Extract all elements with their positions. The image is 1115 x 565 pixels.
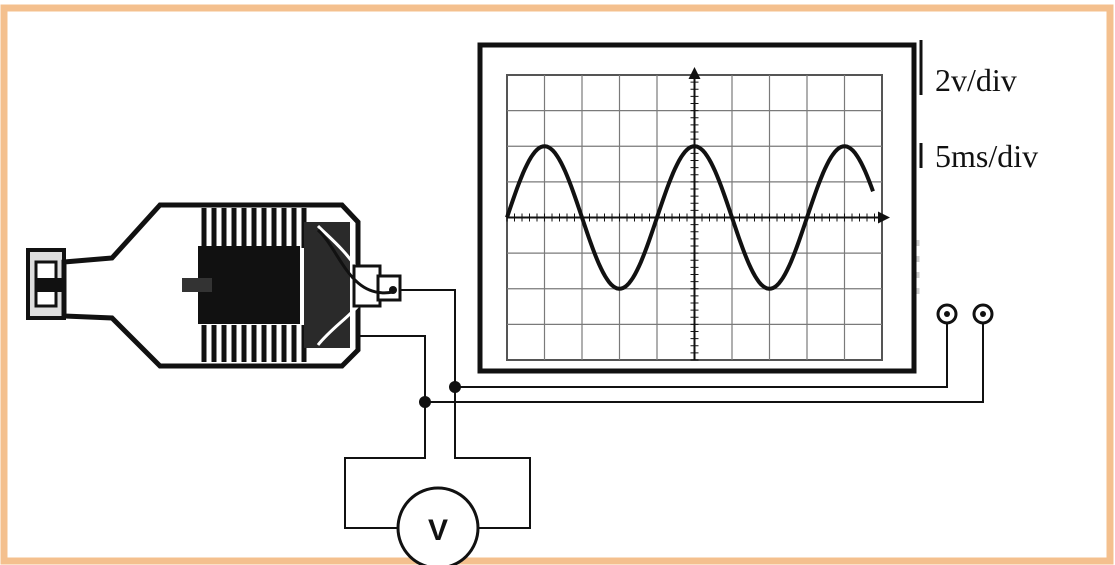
signal-trace xyxy=(505,144,875,291)
page-border xyxy=(0,4,1114,565)
voltage-axis-arrow xyxy=(688,67,701,79)
junction-node xyxy=(449,381,461,393)
time-axis-arrow xyxy=(878,211,890,224)
input-terminal-icon xyxy=(936,303,994,325)
alternator-cross-section-icon xyxy=(26,202,402,369)
volts-per-div-label: 2v/div xyxy=(935,62,1017,98)
circuit-wires xyxy=(344,289,984,529)
oscilloscope xyxy=(477,40,994,374)
voltmeter-dial xyxy=(396,486,480,565)
junction-node xyxy=(419,396,431,408)
voltmeter-label: V xyxy=(428,514,448,547)
time-per-div-label: 5ms/div xyxy=(935,138,1039,174)
voltmeter: V xyxy=(396,486,480,565)
